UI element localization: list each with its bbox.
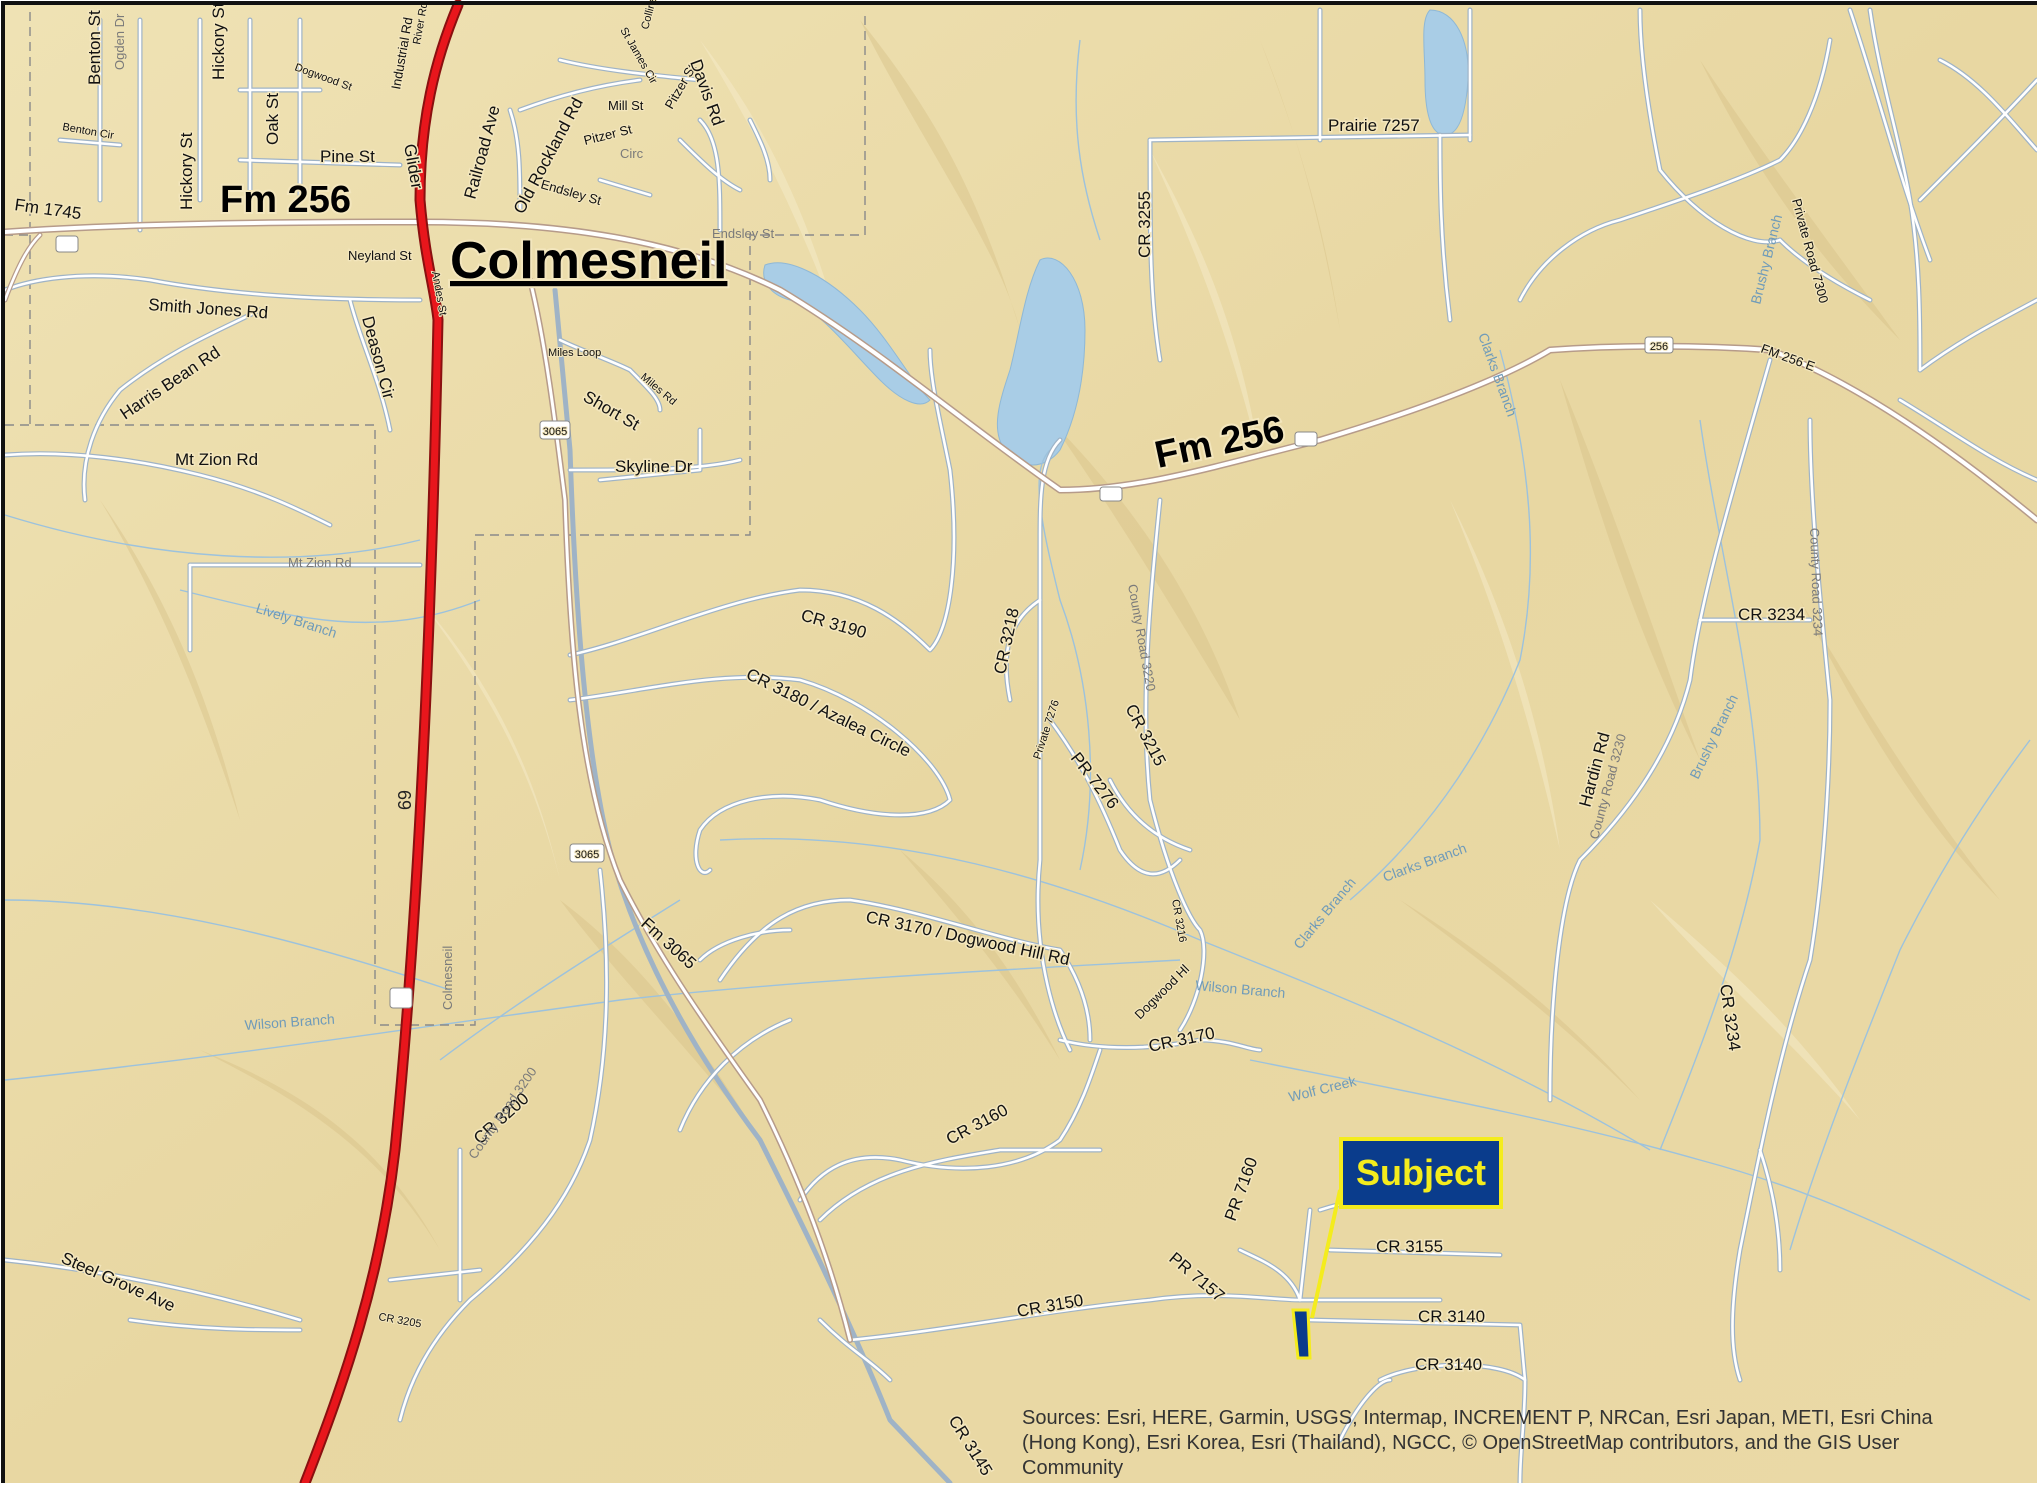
oak-st-label: Oak St: [263, 93, 282, 145]
county-road-3234-label: County Road 3234: [1807, 528, 1826, 637]
attribution: Sources: Esri, HERE, Garmin, USGS, Inter…: [1022, 1407, 1934, 1479]
streams: [4, 39, 2031, 1301]
cr-3140-south-label: CR 3140: [1415, 1355, 1482, 1374]
prairie-7257-label: Prairie 7257: [1328, 116, 1420, 135]
colmesneil-boundary-label: Colmesneil: [440, 946, 455, 1010]
town-label: Colmesneil: [450, 232, 727, 290]
shield-3065-south: 3065: [575, 849, 599, 861]
cr-3155-label: CR 3155: [1376, 1237, 1443, 1256]
skyline-dr-label: Skyline Dr: [615, 457, 693, 476]
mt-zion-rd-1-label: Mt Zion Rd: [175, 450, 258, 469]
subject-marker[interactable]: Subject: [1291, 1137, 1503, 1360]
wilson-branch-east-label: Wilson Branch: [1195, 977, 1286, 1001]
shield-256: 256: [1650, 341, 1668, 353]
sources-line-3: Community: [1022, 1457, 1123, 1479]
shield-3065-north: 3065: [543, 426, 567, 438]
hickory-st-south-label: Hickory St: [177, 132, 196, 210]
cr-3255-label: CR 3255: [1135, 191, 1154, 258]
ogden-dr-label: Ogden Dr: [112, 13, 127, 70]
fm-256-west-label: Fm 256: [220, 179, 351, 221]
cr-3140-north-label: CR 3140: [1418, 1307, 1485, 1326]
terrain-background: [5, 5, 2037, 1483]
pine-st-label: Pine St: [320, 147, 375, 166]
hillshade-light: [420, 40, 1860, 1120]
hickory-st-north-label: Hickory St: [209, 2, 228, 80]
highway-69: [299, 0, 464, 1488]
benton-st-label: Benton St: [85, 10, 104, 85]
mt-zion-rd-2-label: Mt Zion Rd: [288, 555, 352, 570]
map-labels: Colmesneil Fm 256 Fm 256 FM 256 E 69 Ben…: [12, 0, 1833, 1481]
sources-line-2: (Hong Kong), Esri Korea, Esri (Thailand)…: [1022, 1432, 1900, 1454]
minor-roads: [2, 7, 2037, 1486]
sources-line-1: Sources: Esri, HERE, Garmin, USGS, Inter…: [1022, 1407, 1934, 1429]
neyland-st-label: Neyland St: [348, 248, 412, 263]
circ-label: Circ: [620, 146, 644, 161]
endsley-st-2-label: Endsley St: [712, 226, 775, 241]
city-boundary: [5, 10, 866, 1026]
subject-label: Subject: [1356, 1152, 1486, 1193]
highway-69-label: 69: [394, 790, 414, 810]
cr-3234-label: CR 3234: [1738, 605, 1805, 624]
subject-callout[interactable]: [1339, 1137, 1503, 1209]
miles-loop-label: Miles Loop: [548, 347, 601, 359]
mill-st-label: Mill St: [608, 98, 644, 113]
hillshade: [100, 20, 2000, 1250]
wilson-branch-west-label: Wilson Branch: [244, 1011, 335, 1033]
road-shields: 3065 3065 256: [55, 235, 1674, 1009]
fm-3065-road: [527, 277, 853, 1343]
